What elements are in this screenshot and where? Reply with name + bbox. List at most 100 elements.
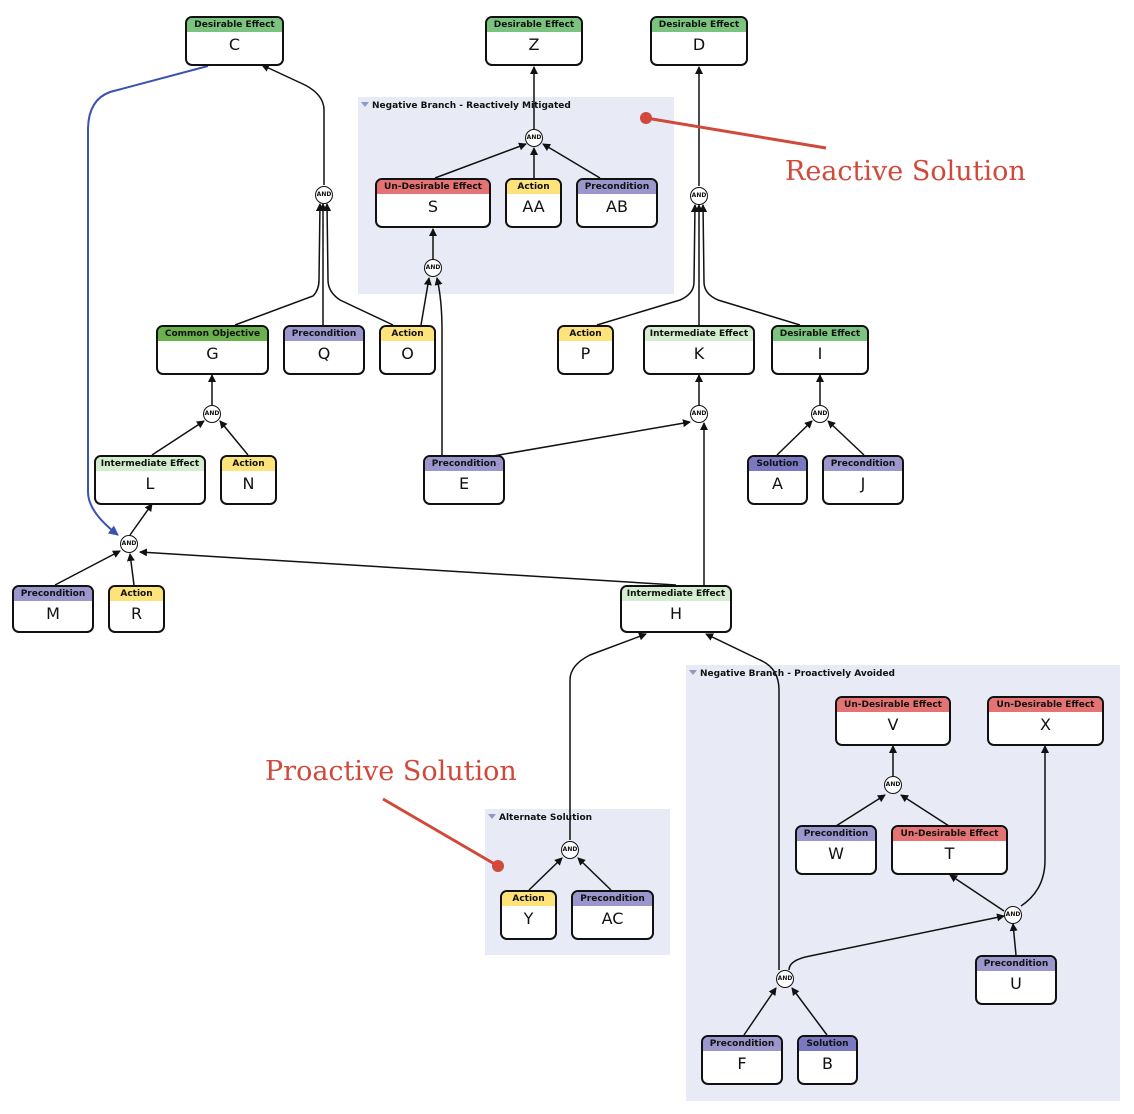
and-junction[interactable]: AND (120, 535, 138, 553)
edge-a-to-and6 (776, 420, 813, 456)
edge-b-to-and9 (791, 987, 828, 1036)
node-type-label: Precondition (703, 1037, 781, 1051)
node-label: B (822, 1054, 833, 1073)
edge-and1-to-c (261, 64, 325, 185)
node-label: K (693, 344, 705, 363)
node-type-label: Desirable Effect (652, 18, 746, 32)
node-label: U (1010, 974, 1022, 993)
node-label: T (944, 844, 955, 863)
node-label: F (737, 1054, 747, 1073)
annotation-dot-reactive (640, 112, 652, 124)
node-label: X (1040, 715, 1051, 734)
node-label: H (669, 604, 683, 623)
node-type-label: Desirable Effect (187, 18, 282, 32)
group-label: Alternate Solution (499, 813, 593, 823)
edge-m-to-and8 (54, 550, 121, 586)
and-junction[interactable]: AND (1004, 906, 1022, 924)
and-junction[interactable]: AND (884, 776, 902, 794)
edge-e-to-and5 (469, 419, 691, 461)
edge-l-to-and7 (151, 420, 205, 456)
node-label: N (242, 474, 255, 493)
and-junction[interactable]: AND (690, 405, 708, 423)
collapse-triangle-icon[interactable] (488, 814, 496, 819)
edge-and9-to-h (705, 633, 780, 970)
edge-w-to-and11 (835, 794, 886, 827)
node-type-label: Precondition (824, 457, 902, 471)
and-junction[interactable]: AND (203, 405, 221, 423)
edge-t-to-and11 (900, 794, 950, 827)
edge-f-to-and9 (743, 987, 777, 1036)
node-type-label: Intermediate Effect (622, 587, 730, 601)
edge-o-to-and3 (420, 277, 432, 326)
and-junction[interactable]: AND (424, 259, 442, 277)
group-label: Negative Branch - Proactively Avoided (700, 669, 896, 679)
and-junction[interactable]: AND (315, 186, 333, 204)
edge-p-to-and4 (596, 204, 699, 326)
node-label: S (427, 197, 439, 216)
annotation-pointer-proactive (382, 797, 499, 868)
edge-ab-to-and2 (542, 143, 601, 179)
and-junction[interactable]: AND (776, 970, 794, 988)
node-label: D (692, 35, 706, 54)
node-type-label: Un-Desirable Effect (893, 827, 1006, 841)
node-label: AB (606, 197, 628, 216)
edge-e-to-and3 (434, 277, 443, 455)
and-junction[interactable]: AND (525, 129, 543, 147)
edge-alt-to-h (569, 632, 647, 840)
node-label: M (46, 604, 60, 623)
edge-y-to-and10 (528, 857, 563, 891)
node-type-label: Precondition (578, 180, 656, 194)
collapse-triangle-icon[interactable] (361, 102, 369, 107)
node-label: C (228, 35, 241, 54)
edge-and12-to-x (1020, 745, 1049, 907)
and-junction[interactable]: AND (690, 187, 708, 205)
edge-h-to-and8 (139, 548, 677, 586)
node-type-label: Action (381, 327, 434, 341)
collapse-triangle-icon[interactable] (689, 670, 697, 675)
node-type-label: Common Objective (158, 327, 267, 341)
annotation-proactive-solution: Proactive Solution (265, 756, 517, 787)
node-type-label: Action (110, 587, 163, 601)
node-type-label: Desirable Effect (773, 327, 867, 341)
node-type-label: Action (502, 892, 555, 906)
edge-u-to-and12 (1009, 923, 1018, 956)
edge-and8-to-l (129, 503, 153, 536)
and-junction[interactable]: AND (811, 405, 829, 423)
annotation-dot-proactive (492, 860, 504, 872)
node-label: Q (317, 344, 331, 363)
node-type-label: Precondition (14, 587, 92, 601)
node-type-label: Precondition (977, 957, 1055, 971)
and-junction[interactable]: AND (561, 841, 579, 859)
